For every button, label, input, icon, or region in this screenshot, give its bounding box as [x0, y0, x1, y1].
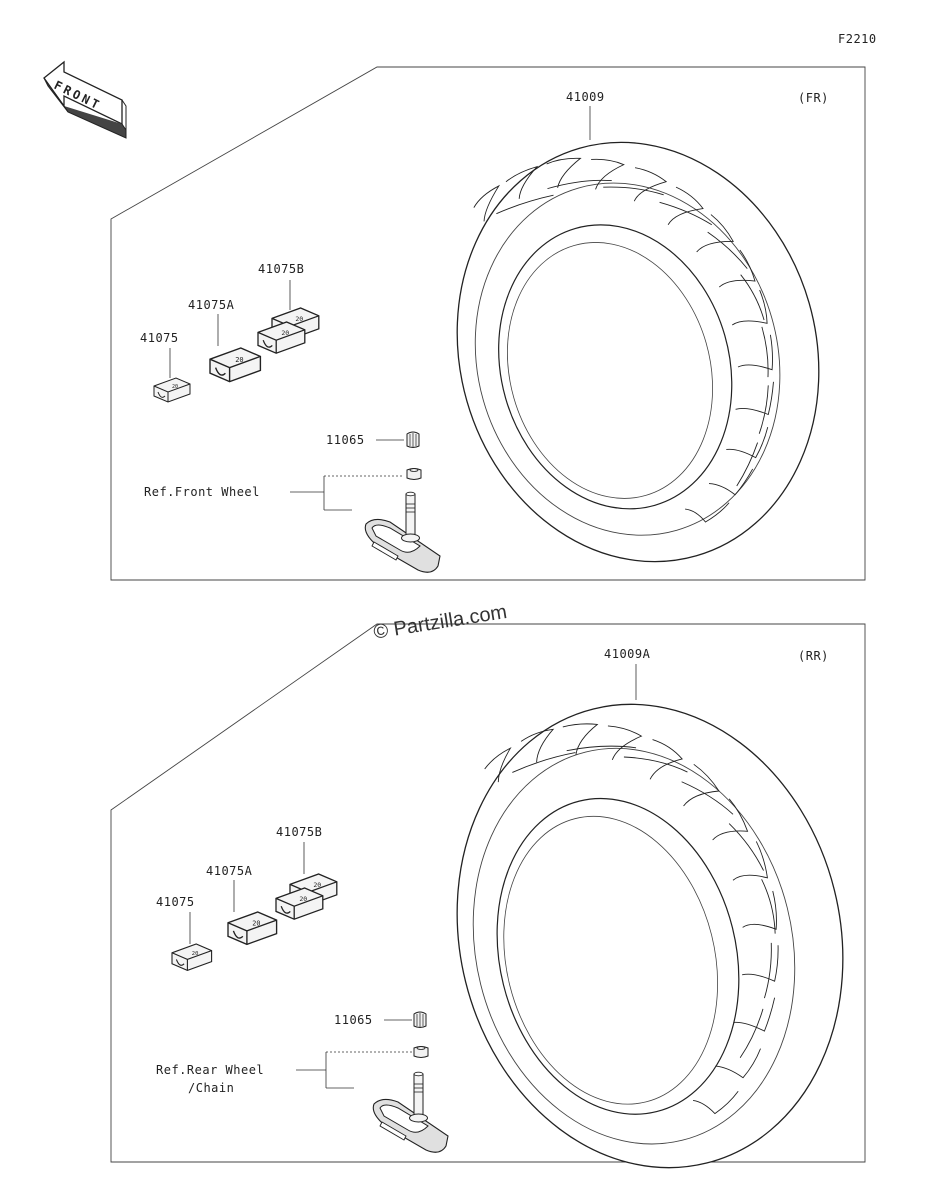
- front-tire-part-label: 41009: [566, 90, 605, 104]
- rear-valve-nut: [413, 1046, 429, 1058]
- front-arrow-icon: [43, 60, 127, 139]
- rear-ref-note-line2: /Chain: [188, 1081, 235, 1095]
- rear-tire: [456, 703, 844, 1169]
- rear-valve-stem: [372, 1071, 449, 1153]
- rear-leader-lines: [189, 664, 637, 1089]
- front-weight-41075b-label: 41075B: [258, 262, 305, 276]
- front-valve-cap: [406, 431, 420, 448]
- rear-position-label: (RR): [798, 649, 829, 663]
- front-leader-lines: [169, 106, 591, 511]
- front-position-label: (FR): [798, 91, 829, 105]
- rear-section-frame: [110, 623, 866, 1163]
- rear-weight-41075: [171, 943, 213, 971]
- front-tire: [456, 141, 820, 563]
- front-valve-cap-label: 11065: [326, 433, 365, 447]
- rear-weight-41075a-label: 41075A: [206, 864, 253, 878]
- front-section-frame: [110, 66, 866, 581]
- front-weight-41075b: [257, 307, 320, 354]
- rear-ref-note-line1: Ref.Rear Wheel: [156, 1063, 265, 1077]
- rear-weight-41075b: [275, 873, 338, 920]
- rear-tire-part-label: 41009A: [604, 647, 651, 661]
- figure-code: F2210: [838, 32, 877, 46]
- rear-valve-cap-label: 11065: [334, 1013, 373, 1027]
- front-weight-41075a-label: 41075A: [188, 298, 235, 312]
- front-weight-41075a: [209, 347, 262, 383]
- front-weight-41075: [153, 377, 191, 403]
- front-weight-41075-label: 41075: [140, 331, 179, 345]
- rear-weight-41075-label: 41075: [156, 895, 195, 909]
- rear-valve-cap: [413, 1011, 427, 1028]
- front-valve-stem: [364, 491, 441, 573]
- rear-weight-41075a: [227, 911, 278, 946]
- rear-weight-41075b-label: 41075B: [276, 825, 323, 839]
- front-ref-note: Ref.Front Wheel: [144, 485, 260, 499]
- front-valve-nut: [406, 468, 422, 480]
